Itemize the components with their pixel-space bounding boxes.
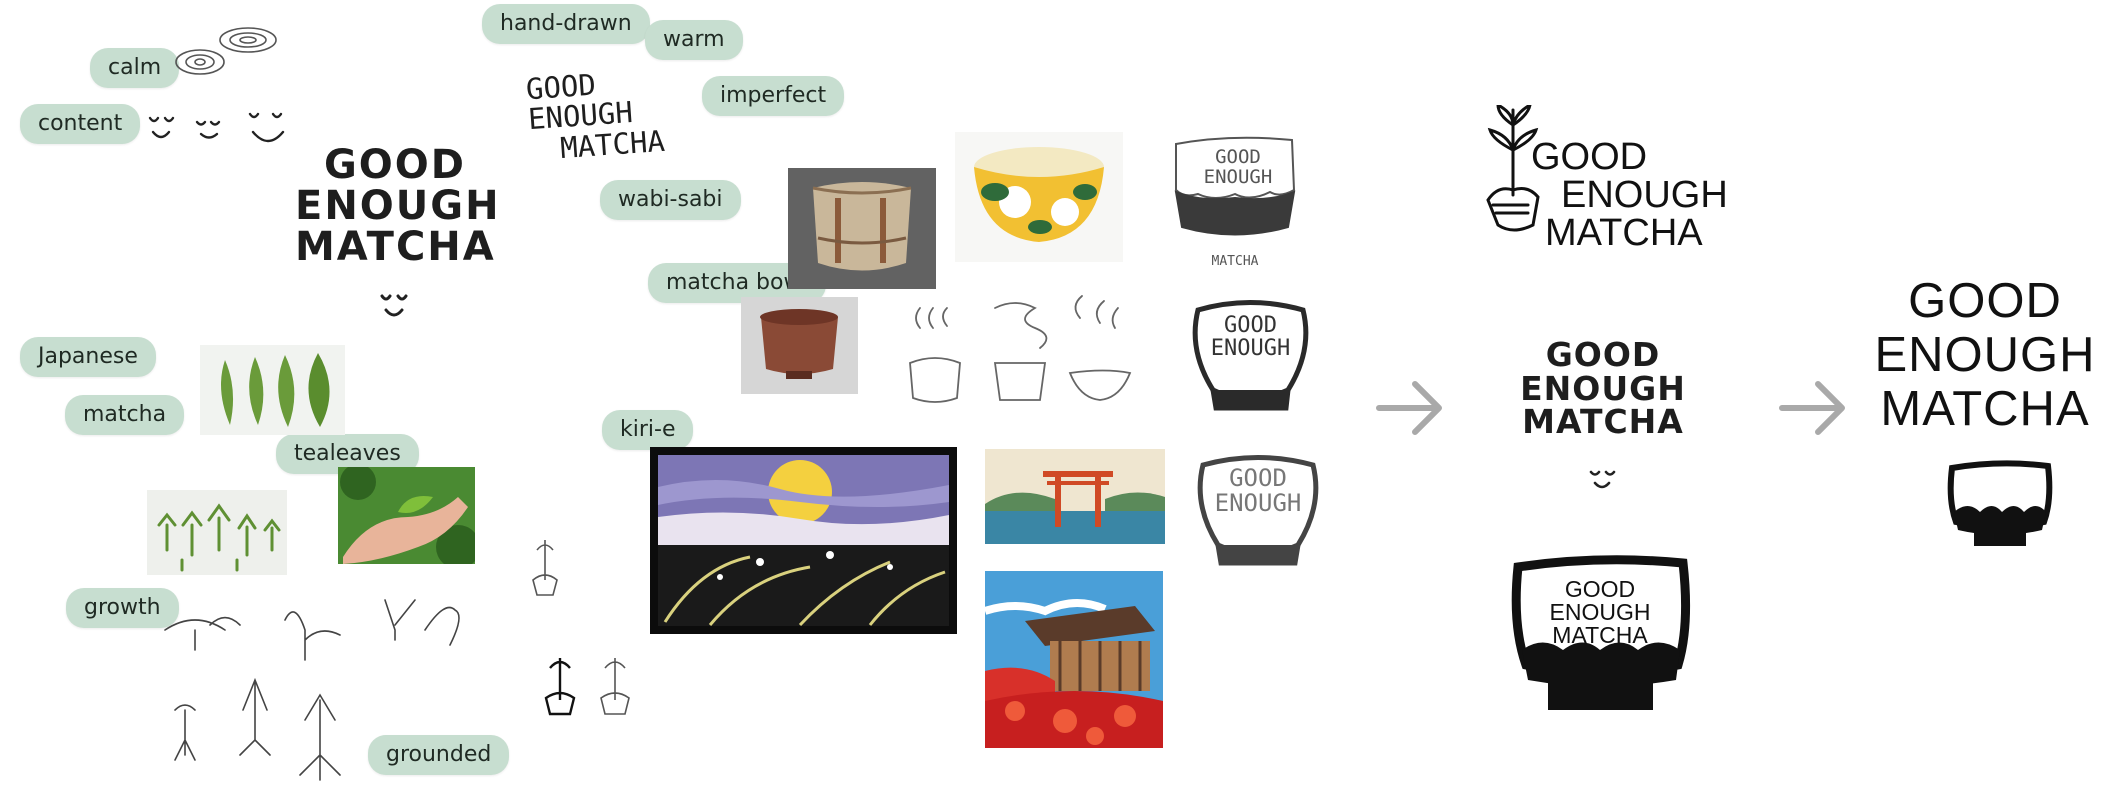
sprout-icon	[155, 590, 485, 785]
tag-wabi-sabi: wabi-sabi	[600, 180, 741, 220]
tag-warm: warm	[645, 20, 743, 60]
bowl-logo-line-2: ENOUGH	[1549, 599, 1651, 625]
hand-holding-sprout-icon	[525, 530, 565, 600]
logo-v3-line-3: MATCHA	[1522, 402, 1684, 442]
bowl-logo-sketch-1	[1170, 132, 1300, 252]
logo-wordmark-handwritten: GOOD ENOUGH MATCHA	[525, 62, 711, 166]
logo-v2-line-1: GOOD	[1531, 136, 1648, 178]
tag-kiri-e: kiri-e	[602, 410, 694, 450]
tea-leaves-photo	[200, 345, 345, 435]
ceramic-bowl-photo	[788, 168, 936, 289]
logo-line-2: ENOUGH	[295, 182, 501, 229]
torii-gate-artwork	[985, 449, 1165, 544]
bowl-logo-line-3: MATCHA	[1552, 622, 1648, 648]
logo-v3-line-1: GOOD	[1545, 335, 1661, 374]
logo-v2-line-2: ENOUGH	[1561, 174, 1728, 216]
kiri-e-artwork	[650, 447, 957, 634]
smile-face-icon	[1588, 466, 1622, 492]
bowl-sketch-text-2: GOOD ENOUGH	[1198, 314, 1303, 360]
tag-matcha: matcha	[65, 395, 185, 435]
bowl-sketch-line-1: GOOD	[1215, 146, 1261, 168]
tag-hand-drawn: hand-drawn	[482, 4, 650, 44]
hand-leaf-photo	[338, 467, 475, 564]
logo-wordmark-draft-1: GOOD ENOUGH MATCHA	[295, 142, 501, 270]
logo-wordmark-v2: GOOD ENOUGH MATCHA	[1525, 138, 1755, 252]
bowl-logo-line-1: GOOD	[1564, 576, 1636, 602]
logo-v3-line-2: ENOUGH	[1520, 368, 1686, 408]
bowl-sketch-text-1: GOOD ENOUGH	[1188, 146, 1288, 188]
bowl-sketch3-line-1: GOOD	[1229, 464, 1287, 492]
bowl-sketch-line-2: ENOUGH	[1203, 165, 1273, 188]
temple-artwork	[985, 571, 1163, 748]
final-logo-line-1: GOOD	[1908, 274, 2062, 328]
final-logo-line-3: MATCHA	[1880, 381, 2090, 436]
bowl-logo-sketch-2	[1188, 290, 1313, 415]
logo-v2-line-3: MATCHA	[1545, 212, 1703, 254]
final-logo-line-2: ENOUGH	[1874, 327, 2096, 382]
tag-growth: growth	[66, 588, 179, 628]
bowl-sketch3-line-2: ENOUGH	[1214, 489, 1302, 518]
hand-holding-sprout-icon	[540, 650, 580, 720]
tag-calm: calm	[90, 48, 180, 88]
arrow-right-icon	[1375, 378, 1445, 438]
logo-line-1: GOOD	[323, 142, 467, 188]
hand-holding-sprout-icon	[595, 650, 635, 720]
steaming-cup-sketch	[905, 288, 1135, 408]
logo-wordmark-v3: GOOD ENOUGH MATCHA	[1508, 338, 1698, 439]
bowl-logo-text: GOOD ENOUGH MATCHA	[1530, 578, 1670, 647]
bowl-sketch2-line-2: ENOUGH	[1210, 336, 1291, 362]
bowl-sketch-caption: MATCHA	[1211, 254, 1259, 269]
final-logo-wordmark: GOOD ENOUGH MATCHA	[1870, 274, 2100, 437]
tag-grounded: grounded	[368, 735, 510, 775]
bowl-logo-sketch-3	[1193, 445, 1323, 570]
bowl-sketch-text-3: GOOD ENOUGH	[1203, 464, 1313, 518]
camellia-bowl-photo	[955, 132, 1123, 262]
bowl-sketch2-line-1: GOOD	[1224, 313, 1277, 338]
bowl-icon	[1508, 555, 1693, 715]
tag-japanese: Japanese	[20, 337, 156, 377]
tag-imperfect: imperfect	[702, 76, 845, 116]
raku-bowl-photo	[741, 297, 858, 394]
tag-content: content	[20, 104, 141, 144]
bowl-icon	[1946, 460, 2054, 550]
tea-sprouts-photo	[147, 490, 287, 575]
hand-holding-sprout-icon	[1478, 105, 1548, 245]
spiral-sketch	[170, 22, 280, 82]
smile-face-icon	[378, 290, 418, 320]
arrow-right-icon	[1778, 378, 1848, 438]
logo-line-3: MATCHA	[295, 223, 496, 270]
smile-face-icon	[145, 108, 305, 153]
